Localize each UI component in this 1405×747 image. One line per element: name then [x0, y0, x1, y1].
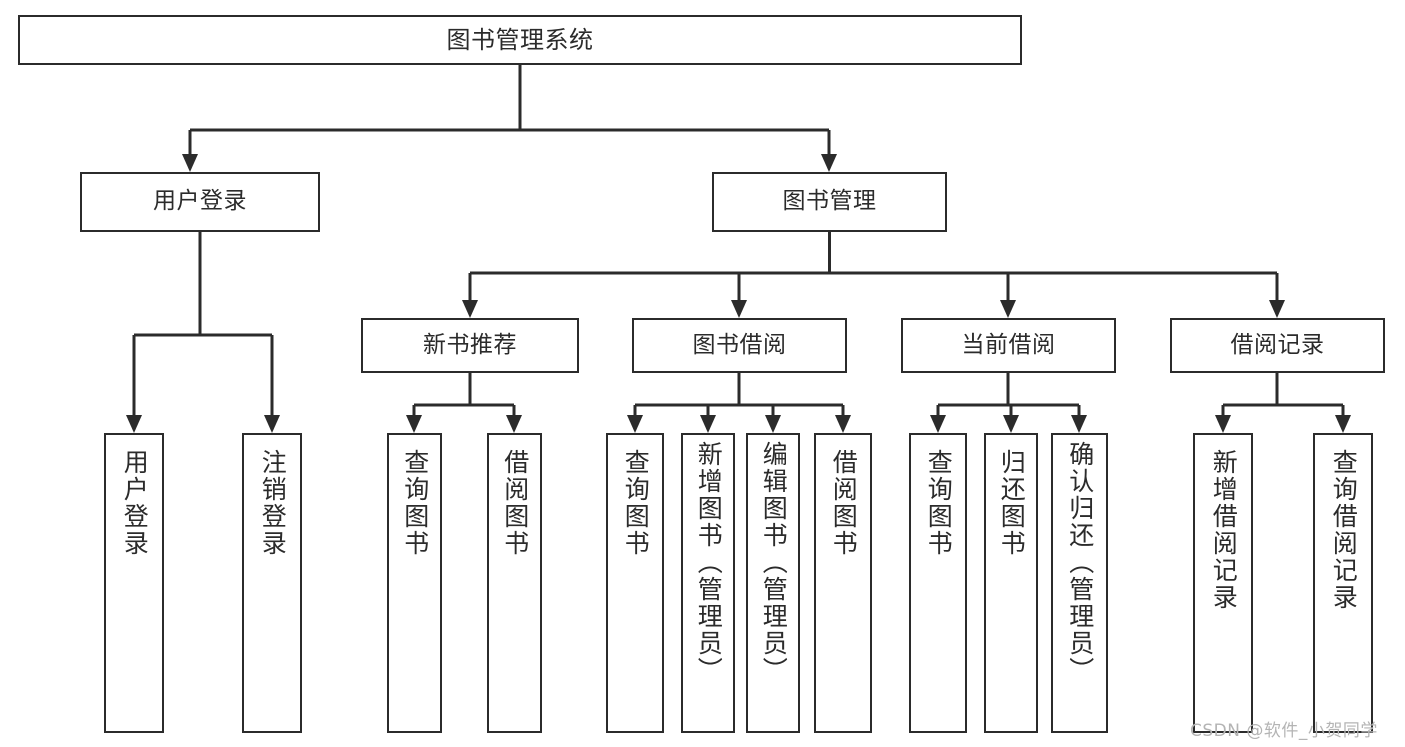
node-level3-3-label: 借阅记录 [1230, 331, 1325, 358]
node-leaf-0-label: 用户登录 [120, 449, 150, 557]
watermark: CSDN @软件_小贺同学 [1190, 721, 1378, 741]
node-leaf-7-label: 借阅图书 [829, 449, 859, 557]
node-leaf-3[interactable]: 借阅图书 [487, 433, 542, 733]
node-level3-2[interactable]: 当前借阅 [901, 318, 1116, 373]
node-leaf-7[interactable]: 借阅图书 [814, 433, 872, 733]
node-leaf-10-label: 确认归还（管理员） [1065, 441, 1095, 684]
node-leaf-11-label: 新增借阅记录 [1209, 449, 1239, 611]
node-leaf-6[interactable]: 编辑图书（管理员） [746, 433, 800, 733]
node-leaf-5-label: 新增图书（管理员） [694, 441, 724, 684]
node-level3-2-label: 当前借阅 [961, 331, 1056, 358]
node-leaf-1-label: 注销登录 [258, 449, 288, 557]
node-level3-0-label: 新书推荐 [423, 331, 517, 358]
node-leaf-3-label: 借阅图书 [500, 449, 530, 557]
node-root-label: 图书管理系统 [446, 25, 594, 54]
node-leaf-12[interactable]: 查询借阅记录 [1313, 433, 1373, 733]
node-leaf-8-label: 查询图书 [924, 449, 954, 557]
node-leaf-0[interactable]: 用户登录 [104, 433, 164, 733]
node-leaf-11[interactable]: 新增借阅记录 [1193, 433, 1253, 733]
node-leaf-9[interactable]: 归还图书 [984, 433, 1038, 733]
node-leaf-12-label: 查询借阅记录 [1329, 449, 1359, 611]
node-level3-1-label: 图书借阅 [692, 331, 787, 358]
node-leaf-2-label: 查询图书 [400, 449, 430, 557]
node-leaf-5[interactable]: 新增图书（管理员） [681, 433, 735, 733]
node-leaf-6-label: 编辑图书（管理员） [759, 441, 789, 684]
node-level3-0[interactable]: 新书推荐 [361, 318, 579, 373]
node-leaf-4-label: 查询图书 [621, 449, 651, 557]
node-leaf-2[interactable]: 查询图书 [387, 433, 442, 733]
node-leaf-1[interactable]: 注销登录 [242, 433, 302, 733]
node-leaf-10[interactable]: 确认归还（管理员） [1051, 433, 1108, 733]
node-level2-0[interactable]: 用户登录 [80, 172, 320, 232]
node-root[interactable]: 图书管理系统 [18, 15, 1022, 65]
node-level2-1[interactable]: 图书管理 [712, 172, 947, 232]
node-leaf-9-label: 归还图书 [997, 449, 1027, 557]
node-level2-1-label: 图书管理 [782, 188, 877, 215]
node-leaf-8[interactable]: 查询图书 [909, 433, 967, 733]
node-level3-3[interactable]: 借阅记录 [1170, 318, 1385, 373]
node-level2-0-label: 用户登录 [153, 188, 247, 215]
node-level3-1[interactable]: 图书借阅 [632, 318, 847, 373]
node-leaf-4[interactable]: 查询图书 [606, 433, 664, 733]
